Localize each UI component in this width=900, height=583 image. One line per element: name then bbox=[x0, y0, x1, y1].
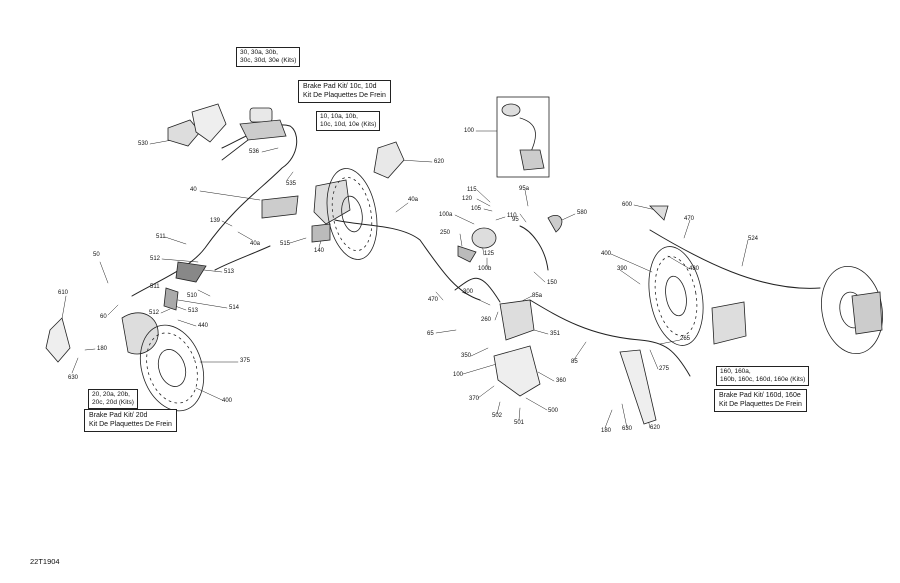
kit-box-front-left-line2: Kit De Plaquettes De Frein bbox=[89, 420, 172, 428]
callout-275: 275 bbox=[659, 366, 670, 372]
callout-85a: 85a bbox=[532, 293, 543, 299]
callout-260: 260 bbox=[481, 317, 492, 323]
callout-370: 370 bbox=[469, 396, 480, 402]
callout-510: 510 bbox=[187, 293, 198, 299]
callout-105: 105 bbox=[471, 206, 482, 212]
callout-180b: 180 bbox=[601, 428, 612, 434]
callout-610: 610 bbox=[58, 290, 69, 296]
callout-250: 250 bbox=[440, 230, 451, 236]
ref-box-20-line1: 20, 20a, 20b, bbox=[92, 391, 130, 398]
ref-box-20-line2: 20c, 20d (Kits) bbox=[92, 399, 134, 406]
kit-box-rear-right-line2: Kit De Plaquettes De Frein bbox=[719, 400, 802, 408]
callout-100c: 100 bbox=[453, 372, 464, 378]
brake-lines bbox=[131, 124, 821, 377]
callout-600: 600 bbox=[622, 202, 633, 208]
callout-125: 125 bbox=[484, 251, 495, 257]
callout-536: 536 bbox=[249, 149, 260, 155]
callout-360: 360 bbox=[556, 378, 567, 384]
ref-box-10: 10, 10a, 10b, 10c, 10d, 10e (Kits) bbox=[316, 111, 381, 131]
callout-40: 40 bbox=[190, 187, 197, 193]
callout-630b: 630 bbox=[622, 426, 633, 432]
ref-box-160-line2: 160b, 160c, 160d, 160e (Kits) bbox=[720, 376, 806, 383]
callout-535: 535 bbox=[286, 181, 297, 187]
inset-reservoir bbox=[496, 96, 550, 178]
kit-box-front-left-line1: Brake Pad Kit/ 20d bbox=[89, 412, 148, 419]
callout-511b: 511 bbox=[150, 284, 160, 290]
callout-500: 500 bbox=[548, 408, 559, 414]
callout-265: 265 bbox=[680, 336, 691, 342]
callout-580: 580 bbox=[577, 210, 588, 216]
callout-470b: 470 bbox=[684, 216, 695, 222]
callout-120: 120 bbox=[462, 196, 473, 202]
callout-140: 140 bbox=[314, 248, 325, 254]
callout-513: 513 bbox=[224, 269, 235, 275]
callout-350: 350 bbox=[461, 353, 472, 359]
callout-60: 60 bbox=[100, 314, 107, 320]
ref-box-160-line1: 160, 160a, bbox=[720, 368, 751, 375]
callout-300: 300 bbox=[463, 289, 474, 295]
callout-512: 512 bbox=[150, 256, 161, 262]
callout-110: 110 bbox=[507, 213, 517, 219]
callout-440: 440 bbox=[198, 323, 209, 329]
callout-512b: 512 bbox=[149, 310, 160, 316]
front-left-caliper bbox=[45, 261, 207, 363]
ref-box-10-line1: 10, 10a, 10b, bbox=[320, 113, 358, 120]
callout-95a: 95a bbox=[519, 186, 530, 192]
callout-139: 139 bbox=[210, 218, 221, 224]
callout-620: 620 bbox=[434, 159, 445, 165]
callout-514: 514 bbox=[229, 305, 240, 311]
callout-501: 501 bbox=[514, 420, 525, 426]
callout-470: 470 bbox=[428, 297, 439, 303]
callout-524: 524 bbox=[748, 236, 759, 242]
callout-400: 400 bbox=[222, 398, 233, 404]
front-left-disc bbox=[139, 324, 205, 412]
drawing-code: 22T1904 bbox=[30, 557, 60, 566]
callout-400b: 400 bbox=[601, 251, 612, 257]
callout-530: 530 bbox=[138, 141, 149, 147]
callout-390: 390 bbox=[617, 266, 628, 272]
kit-box-front-left: Brake Pad Kit/ 20d Kit De Plaquettes De … bbox=[84, 409, 177, 432]
callout-630: 630 bbox=[68, 375, 79, 381]
callout-511: 511 bbox=[156, 234, 166, 240]
callout-100: 100 bbox=[464, 128, 475, 134]
callout-375: 375 bbox=[240, 358, 251, 364]
ref-box-30: 30, 30a, 30b, 30c, 30d, 30e (Kits) bbox=[236, 47, 301, 67]
callout-95: 95 bbox=[512, 217, 519, 223]
ref-box-30-line1: 30, 30a, 30b, bbox=[240, 49, 278, 56]
kit-box-front-top: Brake Pad Kit/ 10c, 10d Kit De Plaquette… bbox=[298, 80, 391, 103]
callout-150: 150 bbox=[547, 280, 558, 286]
callout-513b: 513 bbox=[188, 308, 199, 314]
callout-50: 50 bbox=[93, 252, 100, 258]
callout-351: 351 bbox=[550, 331, 561, 337]
master-cylinder bbox=[167, 103, 287, 161]
callout-620b: 620 bbox=[650, 425, 661, 431]
kit-box-rear-right-line1: Brake Pad Kit/ 160d, 160e bbox=[719, 392, 801, 399]
callout-85: 85 bbox=[571, 359, 578, 365]
front-right-caliper bbox=[261, 168, 378, 260]
ref-box-30-line2: 30c, 30d, 30e (Kits) bbox=[240, 57, 297, 64]
ref-box-20: 20, 20a, 20b, 20c, 20d (Kits) bbox=[88, 389, 138, 409]
callout-100b: 100b bbox=[478, 266, 492, 272]
callout-502: 502 bbox=[492, 413, 503, 419]
callout-40a-left: 40a bbox=[250, 241, 261, 247]
callout-40a-right: 40a bbox=[408, 197, 419, 203]
kit-box-rear-right: Brake Pad Kit/ 160d, 160e Kit De Plaquet… bbox=[714, 389, 807, 412]
kit-box-front-top-line1: Brake Pad Kit/ 10c, 10d bbox=[303, 83, 377, 90]
callout-115: 115 bbox=[467, 187, 477, 193]
callout-480: 480 bbox=[689, 266, 700, 272]
ref-box-160: 160, 160a, 160b, 160c, 160d, 160e (Kits) bbox=[716, 366, 810, 386]
callout-100a: 100a bbox=[439, 212, 453, 218]
kit-box-front-top-line2: Kit De Plaquettes De Frein bbox=[303, 91, 386, 99]
ref-box-10-line2: 10c, 10d, 10e (Kits) bbox=[320, 121, 377, 128]
central-valve bbox=[373, 141, 563, 397]
callout-65: 65 bbox=[427, 331, 434, 337]
callout-180: 180 bbox=[97, 346, 108, 352]
rear-right-assembly bbox=[619, 205, 883, 425]
callout-515: 515 bbox=[280, 241, 291, 247]
